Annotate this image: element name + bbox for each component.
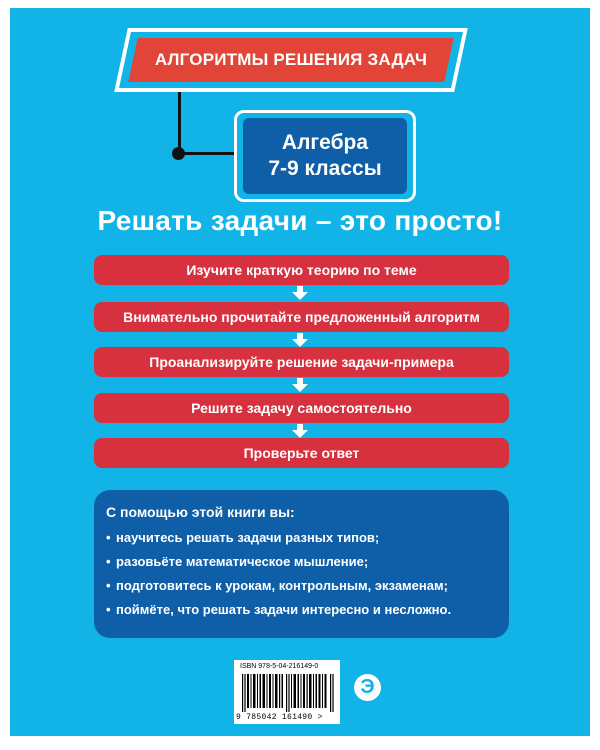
connector-line-horizontal bbox=[178, 152, 236, 155]
isbn-barcode-block: ISBN 978-5-04-216149-0 9 785042 161490 > bbox=[234, 660, 340, 724]
series-title: АЛГОРИТМЫ РЕШЕНИЯ ЗАДАЧ bbox=[154, 50, 428, 69]
subject-box: Алгебра 7-9 классы bbox=[243, 118, 407, 194]
benefits-box: С помощью этой книги вы: • научитесь реша… bbox=[94, 490, 509, 638]
subject-name: Алгебра bbox=[281, 131, 369, 154]
benefits-title: С помощью этой книги вы: bbox=[106, 504, 295, 520]
connector-dot bbox=[172, 147, 185, 160]
step-5: Проверьте ответ bbox=[94, 438, 509, 468]
list-item-text: поймёте, что решать задачи интересно и н… bbox=[116, 602, 452, 617]
list-item: • поймёте, что решать задачи интересно и … bbox=[106, 602, 497, 617]
bullet: • bbox=[106, 602, 111, 617]
step-3: Проанализируйте решение задачи-примера bbox=[94, 347, 509, 377]
list-item-text: научитесь решать задачи разных типов; bbox=[116, 530, 380, 545]
publisher-logo-icon: Э bbox=[354, 674, 381, 701]
list-item-text: подготовитесь к урокам, контрольным, экз… bbox=[116, 578, 448, 593]
step-1: Изучите краткую теорию по теме bbox=[94, 255, 509, 285]
bullet: • bbox=[106, 578, 111, 593]
down-arrow-icon bbox=[292, 378, 308, 392]
bullet: • bbox=[106, 554, 111, 569]
connector-line-vertical bbox=[178, 92, 181, 155]
isbn-label: ISBN 978-5-04-216149-0 bbox=[240, 663, 319, 670]
list-item: • научитесь решать задачи разных типов; bbox=[106, 530, 497, 545]
barcode-digits: 9 785042 161490 > bbox=[236, 713, 323, 722]
step-4: Решите задачу самостоятельно bbox=[94, 393, 509, 423]
barcode-image bbox=[242, 674, 334, 712]
bullet: • bbox=[106, 530, 111, 545]
headline: Решать задачи – это просто! bbox=[97, 205, 503, 236]
down-arrow-icon bbox=[292, 333, 308, 347]
subject-grades: 7-9 классы bbox=[268, 157, 382, 180]
subject-frame bbox=[234, 110, 416, 202]
down-arrow-icon bbox=[292, 286, 308, 300]
list-item: • подготовитесь к урокам, контрольным, эк… bbox=[106, 578, 497, 593]
list-item: • разовьёте математическое мышление; bbox=[106, 554, 497, 569]
down-arrow-icon bbox=[292, 424, 308, 438]
step-2: Внимательно прочитайте предложенный алго… bbox=[94, 302, 509, 332]
list-item-text: разовьёте математическое мышление; bbox=[116, 554, 369, 569]
